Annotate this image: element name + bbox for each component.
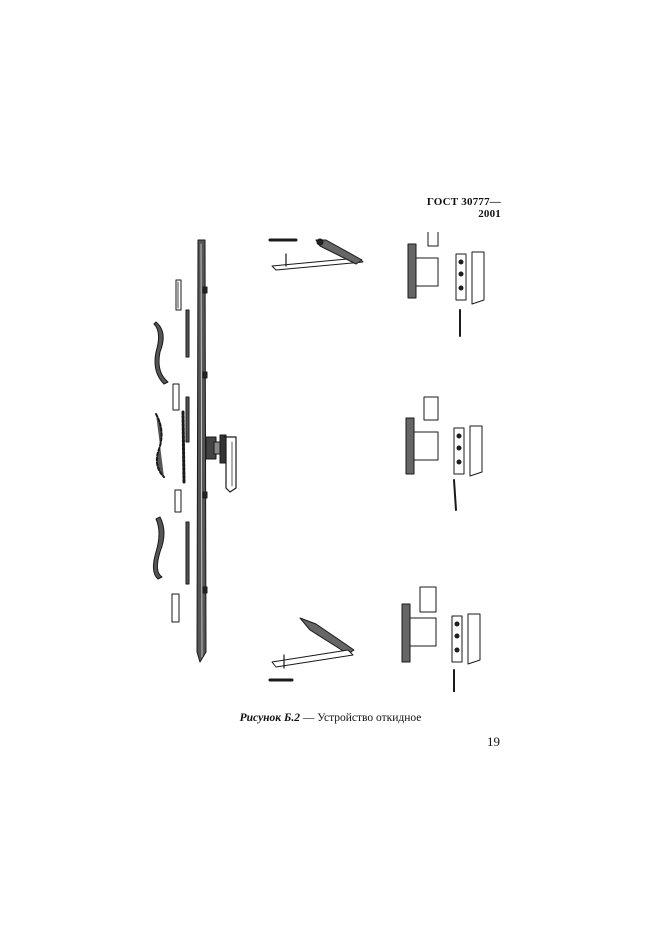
tilt-mechanism-illustration <box>152 232 485 692</box>
figure-caption-dash: — <box>299 712 318 724</box>
figure-caption-label: Рисунок Б.2 <box>239 712 300 724</box>
document-header: ГОСТ 30777—2001 <box>426 196 501 220</box>
hardware-drawing <box>148 232 528 692</box>
espagnolette-bar <box>196 239 208 663</box>
figure-caption: Рисунок Б.2 — Устройство откидное <box>0 712 661 724</box>
hinge-set-bottom <box>401 586 481 692</box>
top-stay-arm <box>268 238 364 271</box>
page-number: 19 <box>487 734 500 749</box>
handle-gearbox <box>205 434 237 493</box>
bottom-stay-arm <box>268 617 355 682</box>
hinge-set-top <box>407 232 485 337</box>
figure-caption-text: Устройство откидное <box>317 712 422 724</box>
left-bar-set <box>152 279 190 623</box>
hinge-set-middle <box>405 396 483 511</box>
